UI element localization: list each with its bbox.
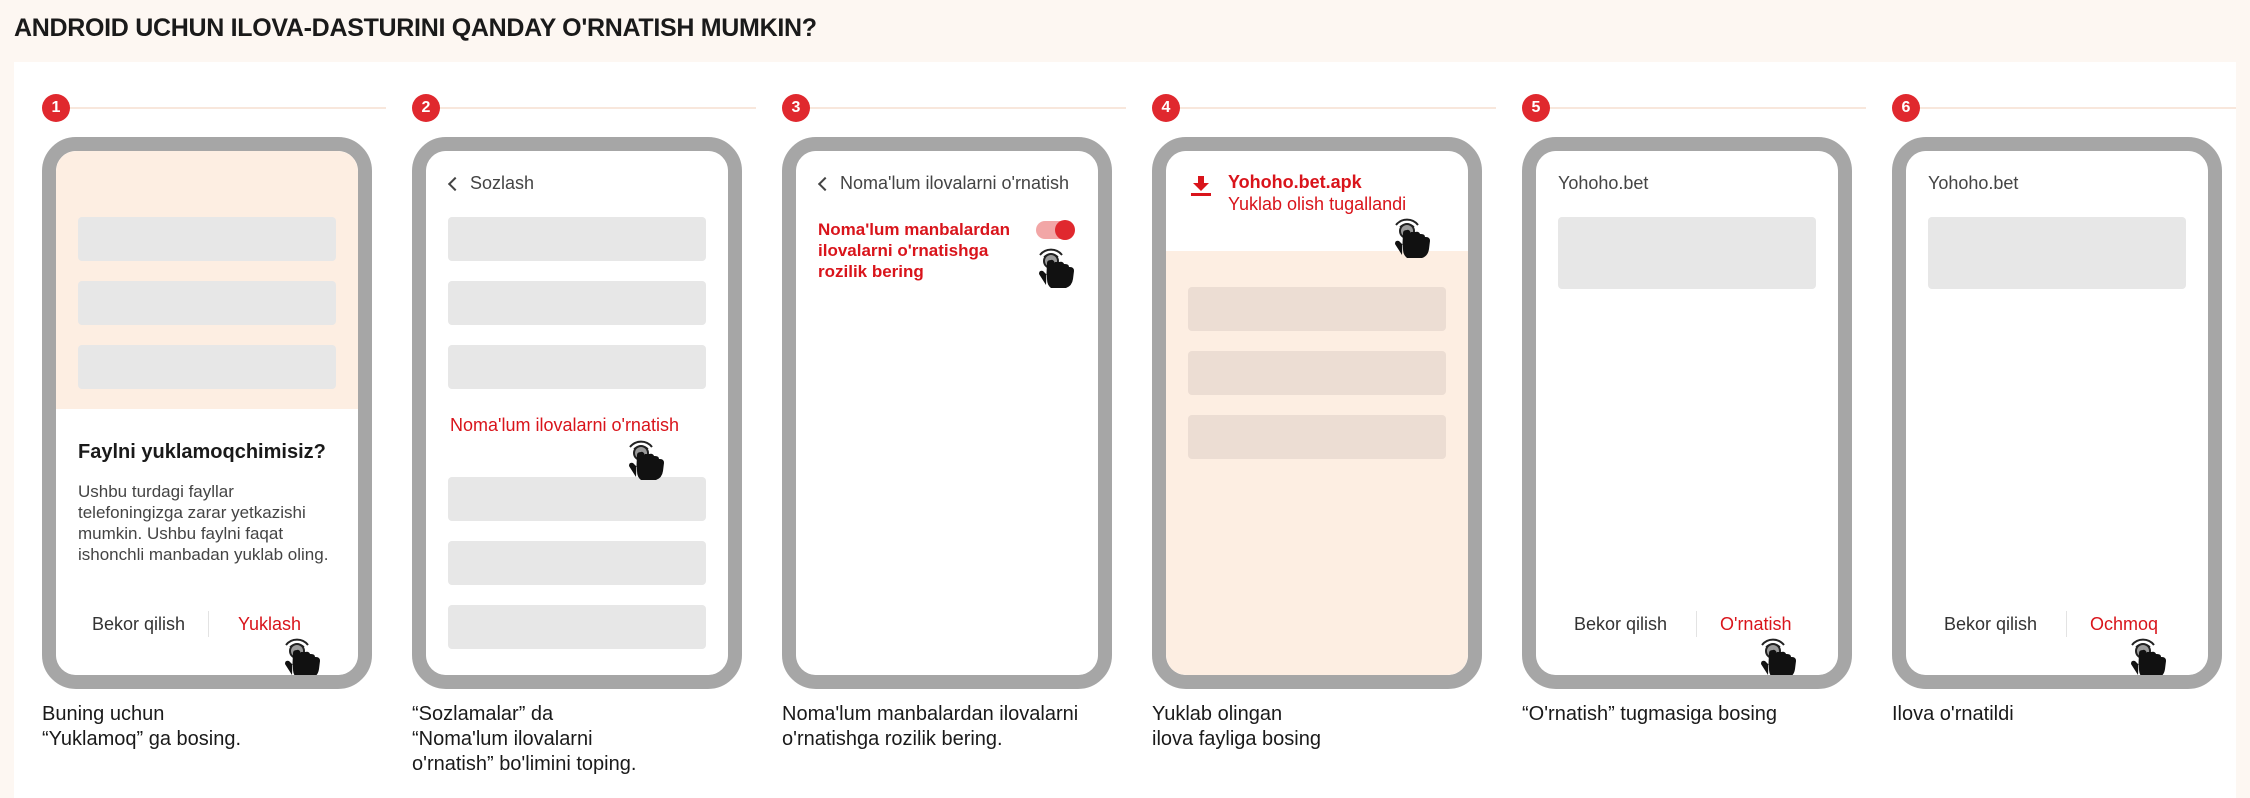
caption-line: o'rnatishga rozilik bering. xyxy=(782,728,1003,750)
settings-nav[interactable]: Sozlash xyxy=(447,173,535,194)
button-divider xyxy=(2066,611,2067,637)
app-title: Yohoho.bet xyxy=(1558,173,1649,193)
caption-line: Yuklab olingan xyxy=(1152,703,1283,725)
caption-line: Buning uchun xyxy=(42,703,165,725)
step-caption: Buning uchun “Yuklamoq” ga bosing. xyxy=(42,702,382,752)
open-buttons: Bekor qilish Ochmoq xyxy=(1906,609,2208,639)
button-divider xyxy=(208,611,209,637)
placeholder-bar xyxy=(1188,415,1446,459)
cancel-button[interactable]: Bekor qilish xyxy=(92,614,186,634)
caption-line: “O'rnatish” tugmasiga bosing xyxy=(1522,703,1778,725)
placeholder-bar xyxy=(78,281,336,325)
placeholder-bar xyxy=(448,605,706,649)
phone-frame: Sozlash Noma'lum ilovalarni o'rnatish xyxy=(412,137,742,689)
open-button[interactable]: Ochmoq xyxy=(2090,614,2159,634)
step-number: 5 xyxy=(1522,94,1550,122)
placeholder-bar xyxy=(1188,351,1446,395)
phone-screen: Yohoho.bet.apk Yuklab olish tugallandi xyxy=(1166,151,1468,675)
step-2: 2 Sozlash Noma'lum ilovalarni o'rnatish … xyxy=(384,62,756,798)
phone-screen: Sozlash Noma'lum ilovalarni o'rnatish xyxy=(426,151,728,675)
timeline-line xyxy=(1166,107,1496,109)
download-button[interactable]: Yuklash xyxy=(238,614,302,634)
placeholder-bar xyxy=(448,217,706,261)
placeholder-bar xyxy=(448,541,706,585)
step-number: 6 xyxy=(1892,94,1920,122)
tap-hand-icon xyxy=(1388,211,1440,263)
step-caption: “O'rnatish” tugmasiga bosing xyxy=(1522,702,1862,727)
placeholder-bar xyxy=(1188,287,1446,331)
chevron-left-icon xyxy=(447,176,463,192)
step-caption: “Sozlamalar” da “Noma'lum ilovalarni o'r… xyxy=(412,702,752,777)
download-notification[interactable]: Yohoho.bet.apk Yuklab olish tugallandi xyxy=(1228,171,1406,215)
step-4: 4 Yohoho.bet.apk Yuklab olish tugallandi… xyxy=(1124,62,1496,798)
step-number: 1 xyxy=(42,94,70,122)
caption-line: “Sozlamalar” da xyxy=(412,703,554,725)
install-buttons: Bekor qilish O'rnatish xyxy=(1536,609,1838,639)
toggle-label: Noma'lum manbalardan ilovalarni o'rnatis… xyxy=(818,220,1011,281)
caption-line: ilova fayliga bosing xyxy=(1152,728,1321,750)
unknown-apps-setting[interactable]: Noma'lum ilovalarni o'rnatish xyxy=(450,415,679,435)
step-number: 3 xyxy=(782,94,810,122)
caption-line: “Noma'lum ilovalarni xyxy=(412,728,593,750)
timeline-line xyxy=(56,107,386,109)
button-divider xyxy=(1696,611,1697,637)
placeholder-bar xyxy=(448,477,706,521)
step-caption: Ilova o'rnatildi xyxy=(1892,702,2232,727)
unknown-apps-nav[interactable]: Noma'lum ilovalarni o'rnatish xyxy=(817,173,1069,194)
placeholder-bar xyxy=(78,217,336,261)
nav-title: Noma'lum ilovalarni o'rnatish xyxy=(840,173,1069,193)
step-3: 3 Noma'lum ilovalarni o'rnatish Noma'lum… xyxy=(754,62,1126,798)
step-number: 2 xyxy=(412,94,440,122)
tap-hand-icon xyxy=(1754,631,1806,675)
step-number: 4 xyxy=(1152,94,1180,122)
toggle-knob xyxy=(1055,220,1075,240)
timeline-line xyxy=(1906,107,2236,109)
tap-hand-icon xyxy=(1032,241,1084,293)
placeholder-bar xyxy=(448,345,706,389)
cancel-button[interactable]: Bekor qilish xyxy=(1574,614,1668,634)
phone-frame: Yohoho.bet Bekor qilish Ochmoq xyxy=(1892,137,2222,689)
tap-hand-icon xyxy=(2124,631,2176,675)
download-status: Yuklab olish tugallandi xyxy=(1228,194,1407,214)
dialog-title: Faylni yuklamoqchimisiz? xyxy=(78,441,326,463)
phone-screen: Yohoho.bet Bekor qilish O'rnatish xyxy=(1536,151,1838,675)
nav-title: Sozlash xyxy=(470,173,535,193)
dialog-buttons: Bekor qilish Yuklash xyxy=(56,609,358,639)
step-1: 1 Faylni yuklamoqchimisiz? Ushbu turdagi… xyxy=(14,62,386,798)
placeholder-bar xyxy=(448,281,706,325)
download-icon xyxy=(1191,176,1211,196)
app-info-placeholder xyxy=(1928,217,2186,289)
phone-screen: Yohoho.bet Bekor qilish Ochmoq xyxy=(1906,151,2208,675)
page-title: ANDROID UCHUN ILOVA-DASTURINI QANDAY O'R… xyxy=(14,14,817,42)
tap-hand-icon xyxy=(278,631,330,675)
step-caption: Noma'lum manbalardan ilovalarni o'rnatis… xyxy=(782,702,1122,752)
chevron-left-icon xyxy=(817,176,833,192)
step-caption: Yuklab olingan ilova fayliga bosing xyxy=(1152,702,1492,752)
steps-panel: 1 Faylni yuklamoqchimisiz? Ushbu turdagi… xyxy=(14,62,2236,798)
phone-frame: Yohoho.bet Bekor qilish O'rnatish xyxy=(1522,137,1852,689)
file-name: Yohoho.bet.apk xyxy=(1228,172,1362,192)
app-info-placeholder xyxy=(1558,217,1816,289)
cancel-button[interactable]: Bekor qilish xyxy=(1944,614,2038,634)
caption-line: “Yuklamoq” ga bosing. xyxy=(42,728,242,750)
app-title: Yohoho.bet xyxy=(1928,173,2019,193)
placeholder-bar xyxy=(78,345,336,389)
caption-line: Ilova o'rnatildi xyxy=(1892,703,2014,725)
phone-frame: Noma'lum ilovalarni o'rnatish Noma'lum m… xyxy=(782,137,1112,689)
step-6: 6 Yohoho.bet Bekor qilish Ochmoq Ilova o… xyxy=(1864,62,2236,798)
timeline-line xyxy=(426,107,756,109)
timeline-line xyxy=(1536,107,1866,109)
allow-unknown-sources-toggle[interactable] xyxy=(1036,220,1075,240)
caption-line: Noma'lum manbalardan ilovalarni xyxy=(782,703,1079,725)
timeline-line xyxy=(796,107,1126,109)
phone-frame: Yohoho.bet.apk Yuklab olish tugallandi xyxy=(1152,137,1482,689)
phone-frame: Faylni yuklamoqchimisiz? Ushbu turdagi f… xyxy=(42,137,372,689)
tap-hand-icon xyxy=(622,433,674,485)
dialog-body: Ushbu turdagi fayllar telefoningizga zar… xyxy=(78,482,329,564)
install-button[interactable]: O'rnatish xyxy=(1720,614,1792,634)
phone-screen: Faylni yuklamoqchimisiz? Ushbu turdagi f… xyxy=(56,151,358,675)
caption-line: o'rnatish” bo'limini toping. xyxy=(412,753,637,775)
phone-screen: Noma'lum ilovalarni o'rnatish Noma'lum m… xyxy=(796,151,1098,675)
step-5: 5 Yohoho.bet Bekor qilish O'rnatish “O'r… xyxy=(1494,62,1866,798)
